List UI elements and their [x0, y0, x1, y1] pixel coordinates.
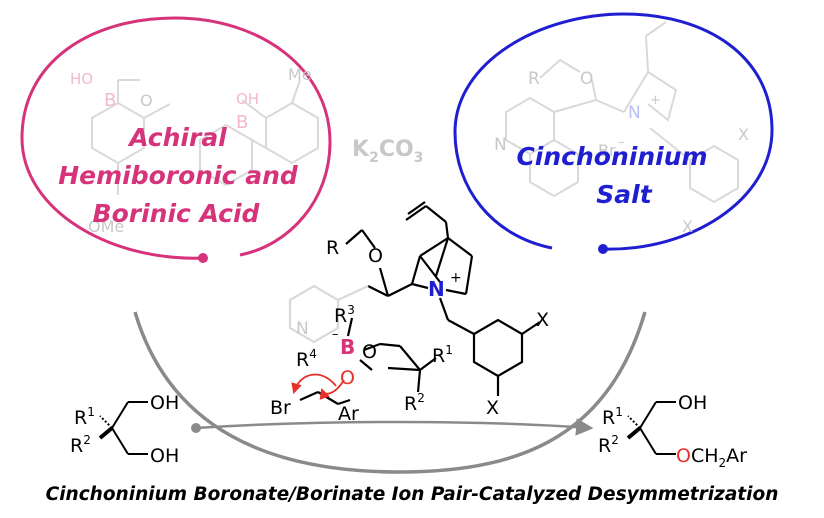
bg-b2-label: B — [236, 112, 248, 133]
bg-o1-label: O — [140, 91, 153, 110]
substrate-r2: R2 — [70, 433, 91, 457]
center-br: Br — [270, 397, 291, 419]
bg-cinchoninium-structure — [505, 21, 739, 204]
center-x-bottom: X — [486, 397, 499, 419]
scheme-caption: Cinchoninium Boronate/Borinate Ion Pair-… — [46, 484, 779, 505]
bg-salt-x2: X — [682, 217, 693, 236]
cinchoninium-label-line2: Salt — [596, 180, 652, 209]
center-r4: R4 — [296, 347, 317, 371]
bg-ome-label: OMe — [88, 217, 124, 236]
cinchoninium-bubble — [453, 12, 774, 251]
product-r1: R1 — [602, 405, 623, 429]
bg-oh2-label: OH — [236, 90, 259, 108]
bg-salt-r: R — [528, 69, 540, 89]
achiral-acid-bubble-dot — [198, 253, 208, 263]
reaction-arrow — [195, 418, 594, 436]
electron-push-arrow-2 — [319, 379, 345, 400]
bg-hemiboronic-acid-structure — [91, 79, 319, 195]
electron-push-arrow-1 — [291, 373, 337, 395]
center-r2: R2 — [404, 391, 425, 415]
ion-pair-complex-bonds — [299, 201, 541, 406]
bg-salt-plus: + — [650, 93, 661, 108]
cinchoninium-bubble-dot — [598, 244, 608, 254]
substrate-diol-bonds — [98, 401, 148, 455]
center-plus: + — [450, 270, 462, 286]
achiral-label-line1: Achiral — [127, 123, 227, 152]
bg-salt-n-plus: N — [628, 103, 641, 123]
center-o-ether: O — [368, 245, 383, 267]
center-r: R — [326, 237, 339, 259]
center-ar: Ar — [338, 403, 359, 425]
center-quinoline-faint — [288, 284, 369, 344]
product-bonds — [626, 401, 676, 455]
product-ether: OCH2Ar — [676, 445, 747, 470]
base-k2co3: K2CO3 — [352, 137, 423, 166]
center-x-top: X — [536, 309, 549, 331]
substrate-oh-top: OH — [150, 392, 179, 414]
product-r2: R2 — [598, 433, 619, 457]
bg-salt-n-quinoline: N — [494, 135, 507, 155]
product-oh: OH — [678, 392, 707, 414]
bg-salt-x1: X — [738, 125, 749, 144]
bg-salt-br: Br — [598, 141, 616, 160]
center-boron: B — [340, 335, 355, 359]
achiral-label-line2: Hemiboronic and — [58, 161, 299, 190]
bg-ho-label: HO — [70, 70, 93, 88]
catalytic-cycle-arc — [133, 311, 647, 474]
substrate-oh-bottom: OH — [150, 445, 179, 467]
bg-salt-o: O — [580, 69, 593, 89]
achiral-label-line3: Borinic Acid — [93, 199, 261, 228]
center-n-plus: N — [428, 277, 445, 301]
center-o-ring: O — [362, 341, 377, 363]
center-b-minus: – — [332, 327, 339, 342]
bg-salt-minus: – — [618, 135, 625, 150]
center-n-quinoline: N — [296, 319, 309, 339]
cinchoninium-label-line1: Cinchoninium — [516, 142, 707, 171]
center-r3: R3 — [334, 303, 355, 327]
center-o-red: O — [340, 367, 355, 389]
bg-me-label: Me — [288, 65, 312, 84]
bg-b1-label: B — [104, 90, 116, 111]
achiral-acid-bubble — [20, 16, 332, 260]
substrate-r1: R1 — [74, 405, 95, 429]
center-r1: R1 — [432, 343, 453, 367]
